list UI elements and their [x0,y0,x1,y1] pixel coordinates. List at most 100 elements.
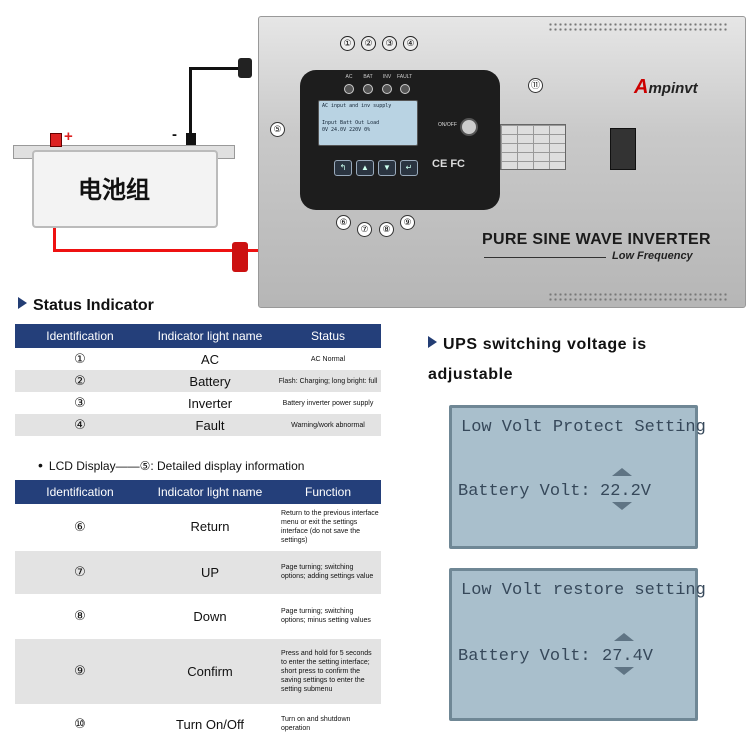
lcd-display-note: •LCD Display——⑤: Detailed display inform… [38,457,305,473]
row-status: Warning/work abnormal [275,414,381,436]
row-status: Battery inverter power supply [282,399,374,407]
row-id: ② [15,370,145,392]
led-label-fault: FAULT [397,74,413,80]
led-label-ac: AC [345,74,353,80]
header-light-name: Indicator light name [145,324,275,348]
led-inv [382,84,392,94]
header-function: Function [275,480,381,504]
positive-terminal [50,133,62,147]
led-bat [363,84,373,94]
row-id: ① [74,351,86,366]
screen-value: 27.4V [602,647,654,666]
table-row: ① AC AC Normal [15,348,381,370]
return-button[interactable]: ↰ [334,160,352,176]
led-callout-4: ④ [403,36,418,51]
row-name: Turn On/Off [145,704,275,745]
screen-title: Low Volt restore setting [461,581,706,600]
small-lcd-line-1: AC input and inv supply [322,103,392,109]
plus-sign: + [64,128,73,145]
table-row: ⑦ UP Page turning; switching options; ad… [15,550,381,595]
screen-label: Battery Volt: [458,647,591,666]
table-row: ⑧ Down Page turning; switching options; … [15,594,381,639]
row-function: Turn on and shutdown operation [275,704,381,745]
product-subtitle: Low Frequency [612,250,693,262]
row-name: Return [145,504,275,551]
row-status: AC Normal [310,355,346,363]
row-id: ③ [74,395,86,410]
table-row: ④ Fault Warning/work abnormal [15,414,381,436]
row-name: Battery [145,370,275,392]
row-id: ⑩ [15,704,145,745]
red-wire-run [53,249,258,252]
led-callout-1: ① [340,36,355,51]
led-label-bat: BAT [363,74,373,80]
down-arrow-icon [612,502,632,510]
table-row: ⑥ Return Return to the previous interfac… [15,504,381,551]
callout-up: ⑦ [357,222,372,237]
callout-onoff: ⑪ [528,78,543,93]
small-lcd: AC input and inv supply Input Batt Out L… [318,100,418,146]
screen-label: Battery Volt: [458,482,591,501]
ce-fc-mark: CE FC [432,158,465,170]
led-label-inv: INV [382,74,392,80]
row-id: ④ [15,414,145,436]
triangle-bullet-icon [18,297,27,309]
confirm-button[interactable]: ↵ [400,160,418,176]
small-lcd-line-2: Input Batt Out Load [322,120,380,126]
row-name: Confirm [145,638,275,705]
small-lcd-line-3: 0V 24.0V 220V 0% [322,127,371,133]
row-name: Down [145,594,275,639]
callout-return: ⑥ [336,215,351,230]
up-arrow-icon [612,468,632,476]
led-callout-2: ② [361,36,376,51]
function-table: Identification Indicator light name Func… [15,480,381,745]
vent-grille-bottom [548,292,728,302]
screen-title: Low Volt Protect Setting [461,418,706,437]
led-ac [344,84,354,94]
positive-lug [232,242,248,272]
row-function: Page turning; switching options; adding … [275,550,381,595]
title-divider [484,257,606,258]
status-table: Identification Indicator light name Stat… [15,324,381,436]
up-button[interactable]: ▲ [356,160,374,176]
row-name: AC [200,351,220,367]
down-arrow-icon [614,667,634,675]
onoff-label: ON/OFF [438,122,457,128]
product-title: PURE SINE WAVE INVERTER [482,231,711,248]
header-identification: Identification [15,324,145,348]
header-identification: Identification [15,480,145,504]
screen-value: 22.2V [600,482,652,501]
bullet-icon: • [38,457,43,473]
onoff-switch[interactable] [460,118,478,136]
callout-lcd: ⑤ [270,122,285,137]
down-button[interactable]: ▼ [378,160,396,176]
row-function: Return to the previous interface menu or… [275,504,381,551]
callout-confirm: ⑨ [400,215,415,230]
up-arrow-icon [614,633,634,641]
function-table-header: Identification Indicator light name Func… [15,480,381,504]
lcd-screen-restore: Low Volt restore setting Battery Volt: 2… [449,568,706,721]
row-function: Press and hold for 5 seconds to enter th… [275,638,381,705]
brand-logo: Ampinvt [634,76,698,98]
led-callout-3: ③ [382,36,397,51]
lcd-screen-protect: Low Volt Protect Setting Battery Volt: 2… [449,405,706,549]
row-id: ⑦ [15,550,145,595]
ups-heading: UPS switching voltage is adjustable [428,336,647,383]
row-function: Page turning; switching options; minus s… [275,594,381,639]
led-fault [400,84,410,94]
header-status: Status [275,324,381,348]
row-id: ⑨ [15,638,145,705]
black-wire [189,67,245,70]
status-table-header: Identification Indicator light name Stat… [15,324,381,348]
table-row: ② Battery Flash: Charging; long bright: … [15,370,381,392]
row-id: ⑥ [15,504,145,551]
triangle-bullet-icon [428,336,437,348]
table-row: ⑩ Turn On/Off Turn on and shutdown opera… [15,704,381,745]
table-row: ③ Inverter Battery inverter power supply [15,392,381,414]
vent-grille-top [548,22,728,32]
row-name: Fault [145,414,275,436]
table-row: ⑨ Confirm Press and hold for 5 seconds t… [15,638,381,705]
spec-label [500,124,566,170]
row-name: UP [145,550,275,595]
